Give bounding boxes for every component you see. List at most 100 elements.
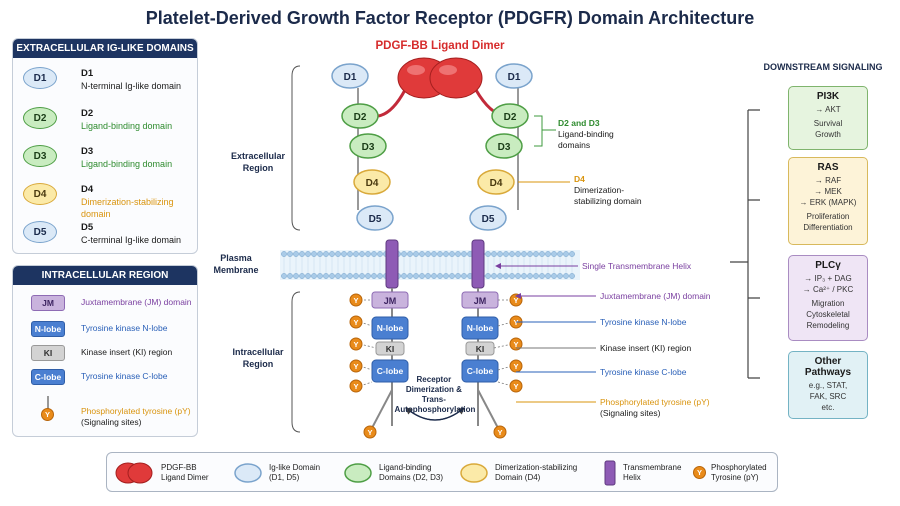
legend-label: Ligand Dimer <box>161 473 209 482</box>
tyrosine-icon: Y <box>349 379 363 393</box>
d4-oval-icon: D4 <box>23 183 57 205</box>
lipid-head <box>497 251 503 257</box>
d3-oval-icon: D3 <box>23 145 57 167</box>
lipid-head <box>515 273 521 279</box>
lipid-head <box>545 251 551 257</box>
lipid-head <box>407 273 413 279</box>
d2d3-annotation: D2 and D3 Ligand-binding domains <box>558 118 614 150</box>
lipid-head <box>521 273 527 279</box>
tyrosine-label: Y <box>353 318 358 327</box>
right-transmembrane-helix <box>471 239 485 289</box>
legend-item-ligand-binding: Ligand-binding Domains (D2, D3) <box>343 459 455 487</box>
lipid-head <box>311 273 317 279</box>
lipid-head <box>287 251 293 257</box>
lipid-head <box>323 273 329 279</box>
tyrosine-icon: Y <box>509 379 523 393</box>
lipid-head <box>377 251 383 257</box>
tyrosine-icon: Y <box>349 315 363 329</box>
tyrosine-icon: Y <box>349 293 363 307</box>
left-d3-label: D3 <box>362 142 375 153</box>
int-item-ki: KI Kinase insert (KI) region <box>23 344 199 364</box>
int-item-label: Tyrosine kinase N-lobe <box>81 323 168 333</box>
lipid-head <box>551 273 557 279</box>
nlobe-box-icon: N-lobe <box>31 321 65 337</box>
lipid-head <box>299 251 305 257</box>
lipid-head <box>419 251 425 257</box>
extracellular-region-label: Extracellular Region <box>230 151 286 173</box>
legend-label: Transmembrane <box>623 463 682 472</box>
lipid-head <box>485 273 491 279</box>
lipid-head <box>353 273 359 279</box>
left-receptor-extracellular: D1 D2 D3 D4 D5 <box>331 63 394 231</box>
lipid-head <box>527 273 533 279</box>
ext-item-name: D1 <box>81 68 94 79</box>
lipid-head <box>497 273 503 279</box>
lipid-head <box>533 251 539 257</box>
legend-label: Tyrosine (pY) <box>711 473 759 482</box>
lipid-head <box>335 251 341 257</box>
left-d4-label: D4 <box>366 178 379 189</box>
right-d5-label: D5 <box>482 214 495 225</box>
legend-label: Ig-like Domain <box>269 463 321 472</box>
ext-item-desc: N-terminal Ig-like domain <box>81 81 182 91</box>
lipid-head <box>401 273 407 279</box>
lipid-head <box>449 273 455 279</box>
legend-label: (D1, D5) <box>269 473 300 482</box>
legend: PDGF-BB Ligand Dimer Ig-like Domain (D1,… <box>106 452 778 492</box>
lipid-head <box>449 251 455 257</box>
legend-item-ligand: PDGF-BB Ligand Dimer <box>115 459 225 487</box>
int-item-clobe: C-lobe Tyrosine kinase C-lobe <box>23 368 199 388</box>
lipid-head <box>305 251 311 257</box>
tyrosine-stalk-icon <box>47 396 49 410</box>
legend-label: Dimerization-stabilizing <box>495 463 578 472</box>
lipid-head <box>299 273 305 279</box>
dimerization-label: Receptor Dimerization & Trans- Autophosp… <box>395 375 476 414</box>
pathway-pi3k: PI3K → AKT Survival Growth <box>788 86 868 150</box>
py-annotation: Phosphorylated tyrosine (pY) (Signaling … <box>600 397 710 418</box>
left-receptor-intracellular: JM N-lobe KI C-lobe <box>371 291 409 383</box>
lipid-head <box>419 273 425 279</box>
pathway-ras: RAS → RAF → MEK → ERK (MAPK) Proliferati… <box>788 157 868 245</box>
lipid-head <box>455 273 461 279</box>
lipid-head <box>437 251 443 257</box>
ext-item-desc: C-terminal Ig-like domain <box>81 235 182 245</box>
lipid-head <box>569 251 575 257</box>
right-d1-label: D1 <box>508 72 521 83</box>
pathway-other: Other Pathways e.g., STAT, FAK, SRC etc. <box>788 351 868 419</box>
tm-annotation: Single Transmembrane Helix <box>582 261 692 271</box>
lipid-head <box>485 251 491 257</box>
lipid-head <box>539 251 545 257</box>
left-d5-label: D5 <box>369 214 382 225</box>
ligand-dimer-icon <box>115 462 153 484</box>
legend-item-dimerization: Dimerization-stabilizing Domain (D4) <box>459 459 595 487</box>
lipid-head <box>563 251 569 257</box>
tyrosine-icon: Y <box>509 359 523 373</box>
tyrosine-icon: Y <box>349 337 363 351</box>
lipid-head <box>359 273 365 279</box>
lipid-head <box>413 251 419 257</box>
ext-item-name: D4 <box>81 184 94 195</box>
plasma-membrane-label: Plasma Membrane <box>213 253 259 275</box>
ext-item-name: D3 <box>81 146 94 157</box>
tyrosine-icon: Y <box>363 425 377 439</box>
ligand-tether-left <box>377 89 407 118</box>
lipid-head <box>443 273 449 279</box>
tyrosine-icon: Y <box>41 408 54 421</box>
lipid-head <box>443 251 449 257</box>
tyrosine-icon: Y <box>349 359 363 373</box>
lipid-head <box>401 251 407 257</box>
lipid-head <box>377 273 383 279</box>
right-jm-label: JM <box>474 296 487 306</box>
ligand-title: PDGF-BB Ligand Dimer <box>375 40 505 52</box>
lipid-head <box>359 251 365 257</box>
downstream-signaling-title: DOWNSTREAM SIGNALING <box>763 62 883 72</box>
tyrosine-icon: Y <box>493 425 507 439</box>
right-d3-label: D3 <box>498 142 511 153</box>
left-nlobe-label: N-lobe <box>377 323 404 333</box>
nlobe-annotation: Tyrosine kinase N-lobe <box>600 317 687 327</box>
trans-autophosphorylation-arrow-back <box>405 407 465 421</box>
lipid-head <box>461 273 467 279</box>
tyrosine-label: Y <box>513 362 518 371</box>
intracellular-region-panel: INTRACELLULAR REGION JM Juxtamembrane (J… <box>12 265 198 437</box>
lipid-head <box>323 251 329 257</box>
